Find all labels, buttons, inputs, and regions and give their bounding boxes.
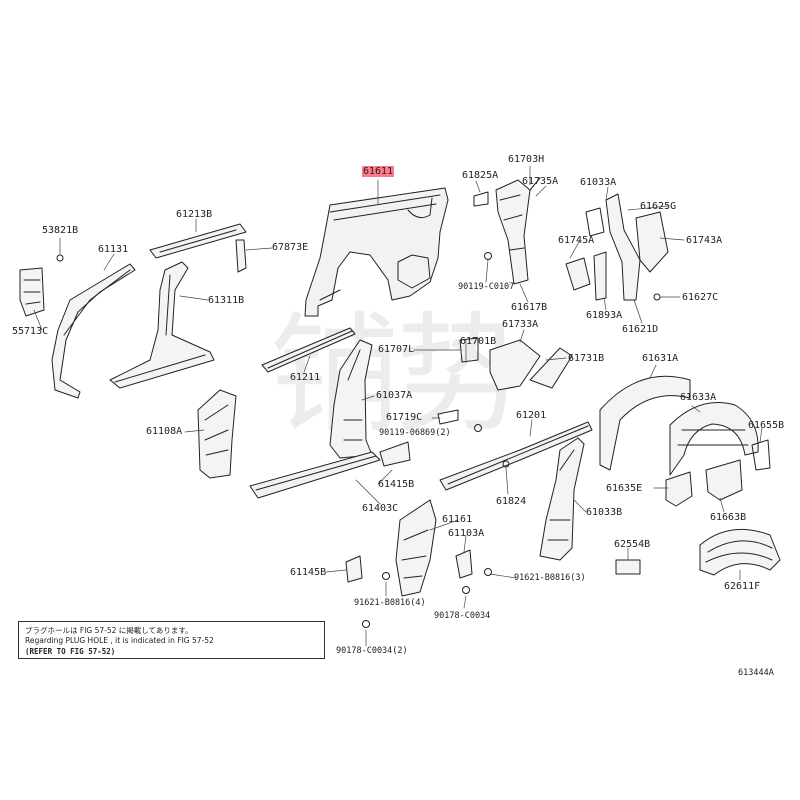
inner-pillar-shape bbox=[329, 339, 373, 459]
part-label-61825A: 61825A bbox=[462, 170, 499, 181]
part-label-61617B: 61617B bbox=[511, 302, 548, 313]
part-label-61211: 61211 bbox=[290, 372, 321, 383]
plug-hole-note: プラグホールは FIG 57-52 に掲載してあります。 Regarding P… bbox=[18, 621, 325, 659]
mud-guard-shape bbox=[699, 528, 781, 576]
rear-inner-pillar-shape bbox=[539, 437, 585, 561]
note-reference: (REFER TO FIG 57-52) bbox=[25, 647, 116, 656]
figure-id: 613444A bbox=[738, 668, 774, 678]
pad-shape bbox=[615, 559, 641, 575]
wheelhouse-inner-shape bbox=[599, 375, 691, 471]
bracket-shape bbox=[19, 254, 64, 317]
lower-quarter-inner-shape bbox=[395, 499, 437, 597]
part-label-61893A: 61893A bbox=[586, 310, 623, 321]
part-label-91621-B0816-4: 91621-B0816(4) bbox=[354, 598, 426, 608]
part-label-62554B: 62554B bbox=[614, 539, 651, 550]
rear-pillar-shape bbox=[565, 193, 669, 301]
part-label-67873E: 67873E bbox=[272, 242, 309, 253]
part-label-61213B: 61213B bbox=[176, 209, 213, 220]
inner-fender-shape bbox=[669, 402, 771, 476]
part-label-90119-C0107: 90119-C0107 bbox=[458, 282, 515, 292]
part-label-61037A: 61037A bbox=[376, 390, 413, 401]
rocker-panel-shape bbox=[249, 441, 411, 499]
part-label-61201: 61201 bbox=[516, 410, 547, 421]
front-pillar-shape bbox=[51, 223, 247, 399]
note-line-japanese: プラグホールは FIG 57-52 に掲載してあります。 bbox=[25, 626, 193, 635]
part-label-91621-B0816-3: 91621-B0816(3) bbox=[514, 573, 586, 583]
part-label-61655B: 61655B bbox=[748, 420, 785, 431]
roof-side-rail-shape bbox=[439, 421, 593, 491]
part-label-61311B: 61311B bbox=[208, 295, 245, 306]
note-line-english: Regarding PLUG HOLE , it is indicated in… bbox=[25, 636, 214, 645]
part-label-61663B: 61663B bbox=[710, 512, 747, 523]
part-label-61033A: 61033A bbox=[580, 177, 617, 188]
center-pillar-shape bbox=[109, 239, 247, 389]
part-label-55713C: 55713C bbox=[12, 326, 49, 337]
part-label-61707L: 61707L bbox=[378, 344, 415, 355]
part-label-61733A: 61733A bbox=[502, 319, 539, 330]
part-label-90178-C0034-2: 90178-C0034(2) bbox=[336, 646, 408, 656]
part-label-61743A: 61743A bbox=[686, 235, 723, 246]
part-label-61701B: 61701B bbox=[460, 336, 497, 347]
part-label-61145B: 61145B bbox=[290, 567, 327, 578]
part-label-62611F: 62611F bbox=[724, 581, 761, 592]
bracket-small-shape bbox=[345, 555, 363, 583]
part-label-61033B: 61033B bbox=[586, 507, 623, 518]
part-label-61633A: 61633A bbox=[680, 392, 717, 403]
part-label-61625G: 61625G bbox=[640, 201, 677, 212]
a-pillar-lower-shape bbox=[197, 389, 237, 479]
part-label-61703H: 61703H bbox=[508, 154, 545, 165]
part-label-61824: 61824 bbox=[496, 496, 527, 507]
part-label-61103A: 61103A bbox=[448, 528, 485, 539]
part-label-61611: 61611 bbox=[362, 166, 395, 177]
wheelhouse-panel-shape bbox=[459, 337, 573, 391]
part-label-61161: 61161 bbox=[442, 514, 473, 525]
part-label-90178-C0034: 90178-C0034 bbox=[434, 611, 491, 621]
lower-bracket-shape bbox=[665, 459, 743, 507]
part-label-61627C: 61627C bbox=[682, 292, 719, 303]
part-label-61621D: 61621D bbox=[622, 324, 659, 335]
part-label-61635E: 61635E bbox=[606, 483, 643, 494]
part-label-61735A: 61735A bbox=[522, 176, 559, 187]
part-label-53821B: 53821B bbox=[42, 225, 79, 236]
upper-pillar-bracket-shape bbox=[473, 177, 541, 285]
leader-lines bbox=[33, 165, 763, 647]
part-label-61631A: 61631A bbox=[642, 353, 679, 364]
part-label-61108A: 61108A bbox=[146, 426, 183, 437]
quarter-extension-shape bbox=[455, 549, 473, 579]
part-label-61403C: 61403C bbox=[362, 503, 399, 514]
fasteners bbox=[362, 252, 510, 628]
quarter-panel-shape bbox=[304, 187, 449, 317]
part-label-90119-06869: 90119-06869(2) bbox=[379, 428, 451, 438]
part-label-61415B: 61415B bbox=[378, 479, 415, 490]
part-label-61745A: 61745A bbox=[558, 235, 595, 246]
part-label-61131: 61131 bbox=[98, 244, 129, 255]
part-label-61719C: 61719C bbox=[386, 412, 423, 423]
part-label-61731B: 61731B bbox=[568, 353, 605, 364]
roof-rail-shape bbox=[261, 327, 356, 373]
